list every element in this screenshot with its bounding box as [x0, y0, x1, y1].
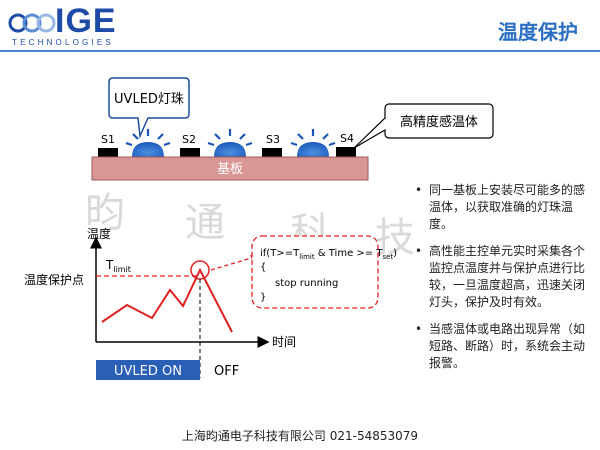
bullet-item: 当感温体或电路出现异常（如短路、断路）时，系统会主动报警。 [415, 321, 585, 372]
sensor-callout-text: 高精度感温体 [400, 114, 478, 130]
uvled-on-bar [96, 360, 200, 380]
title-divider [0, 50, 600, 52]
off-label: OFF [214, 364, 239, 379]
protection-point-label: 温度保护点 [24, 272, 84, 287]
logo-rings-icon [8, 13, 56, 33]
watermark-char: 技 [375, 215, 415, 261]
sensor-block [336, 147, 356, 157]
led-dome [125, 129, 171, 157]
code-box [251, 235, 379, 309]
slide-title: 温度保护 [498, 20, 578, 44]
uvled-callout-text: UVLED灯珠 [114, 92, 184, 107]
sensor-block [98, 148, 118, 157]
sensor-block [180, 148, 200, 157]
bullet-item: 高性能主控单元实时采集各个监控点温度并与保护点进行比较，一旦温度超高，迅速关闭灯… [415, 243, 585, 311]
feature-bullet-list: 同一基板上安装尽可能多的感温体，以获取准确的灯珠温度。 高性能主控单元实时采集各… [415, 182, 585, 382]
sensor-label-s3: S3 [266, 133, 280, 146]
sensor-label-s4: S4 [340, 132, 354, 145]
code-line-3: stop running [275, 278, 338, 289]
y-axis-label: 温度 [87, 226, 111, 241]
sensor-label-s1: S1 [101, 133, 115, 146]
substrate-label: 基板 [217, 162, 243, 177]
bullet-item: 同一基板上安装尽可能多的感温体，以获取准确的灯珠温度。 [415, 182, 585, 233]
code-line-1: if(T>=Tlimit & Time >= Tset) [260, 248, 397, 261]
substrate-board [91, 156, 369, 181]
sensor-label-s2: S2 [182, 133, 196, 146]
uvled-callout: UVLED灯珠 [108, 77, 190, 139]
code-line-2: { [260, 262, 266, 273]
footer-contact: 上海昀通电子科技有限公司 021-54853079 [181, 429, 419, 443]
sensor-callout: 高精度感温体 [353, 103, 494, 149]
watermark-char: 通 [185, 200, 225, 246]
watermark-char: 昀 [85, 190, 125, 236]
temperature-curve [101, 267, 233, 333]
code-pointer-arrow [210, 255, 259, 271]
logo-text: IGE [55, 2, 117, 40]
led-dome [207, 129, 253, 157]
logo-subtext: TECHNOLOGIES [12, 38, 114, 47]
led-dome [290, 129, 336, 157]
x-axis-label: 时间 [272, 335, 296, 349]
code-line-4: } [260, 292, 266, 303]
t-limit-label: Tlimit [105, 258, 131, 274]
uvled-on-label: UVLED ON [114, 364, 182, 379]
sensor-block [262, 148, 282, 157]
